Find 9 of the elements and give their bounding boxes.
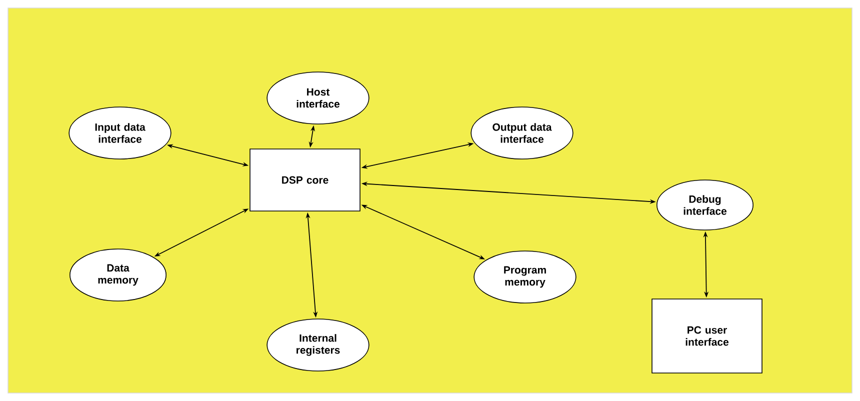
interface-oval: Output data interface — [470, 106, 574, 160]
process-box: PC user interface — [652, 298, 762, 374]
interface-oval: Internal registers — [266, 318, 370, 372]
interface-oval: Program memory — [474, 250, 576, 304]
interface-oval: Input data interface — [68, 106, 172, 160]
process-box: DSP core — [250, 148, 360, 212]
interface-oval: Host interface — [266, 72, 370, 124]
interface-oval: Debug interface — [656, 180, 754, 230]
interface-oval: Data memory — [70, 248, 166, 302]
